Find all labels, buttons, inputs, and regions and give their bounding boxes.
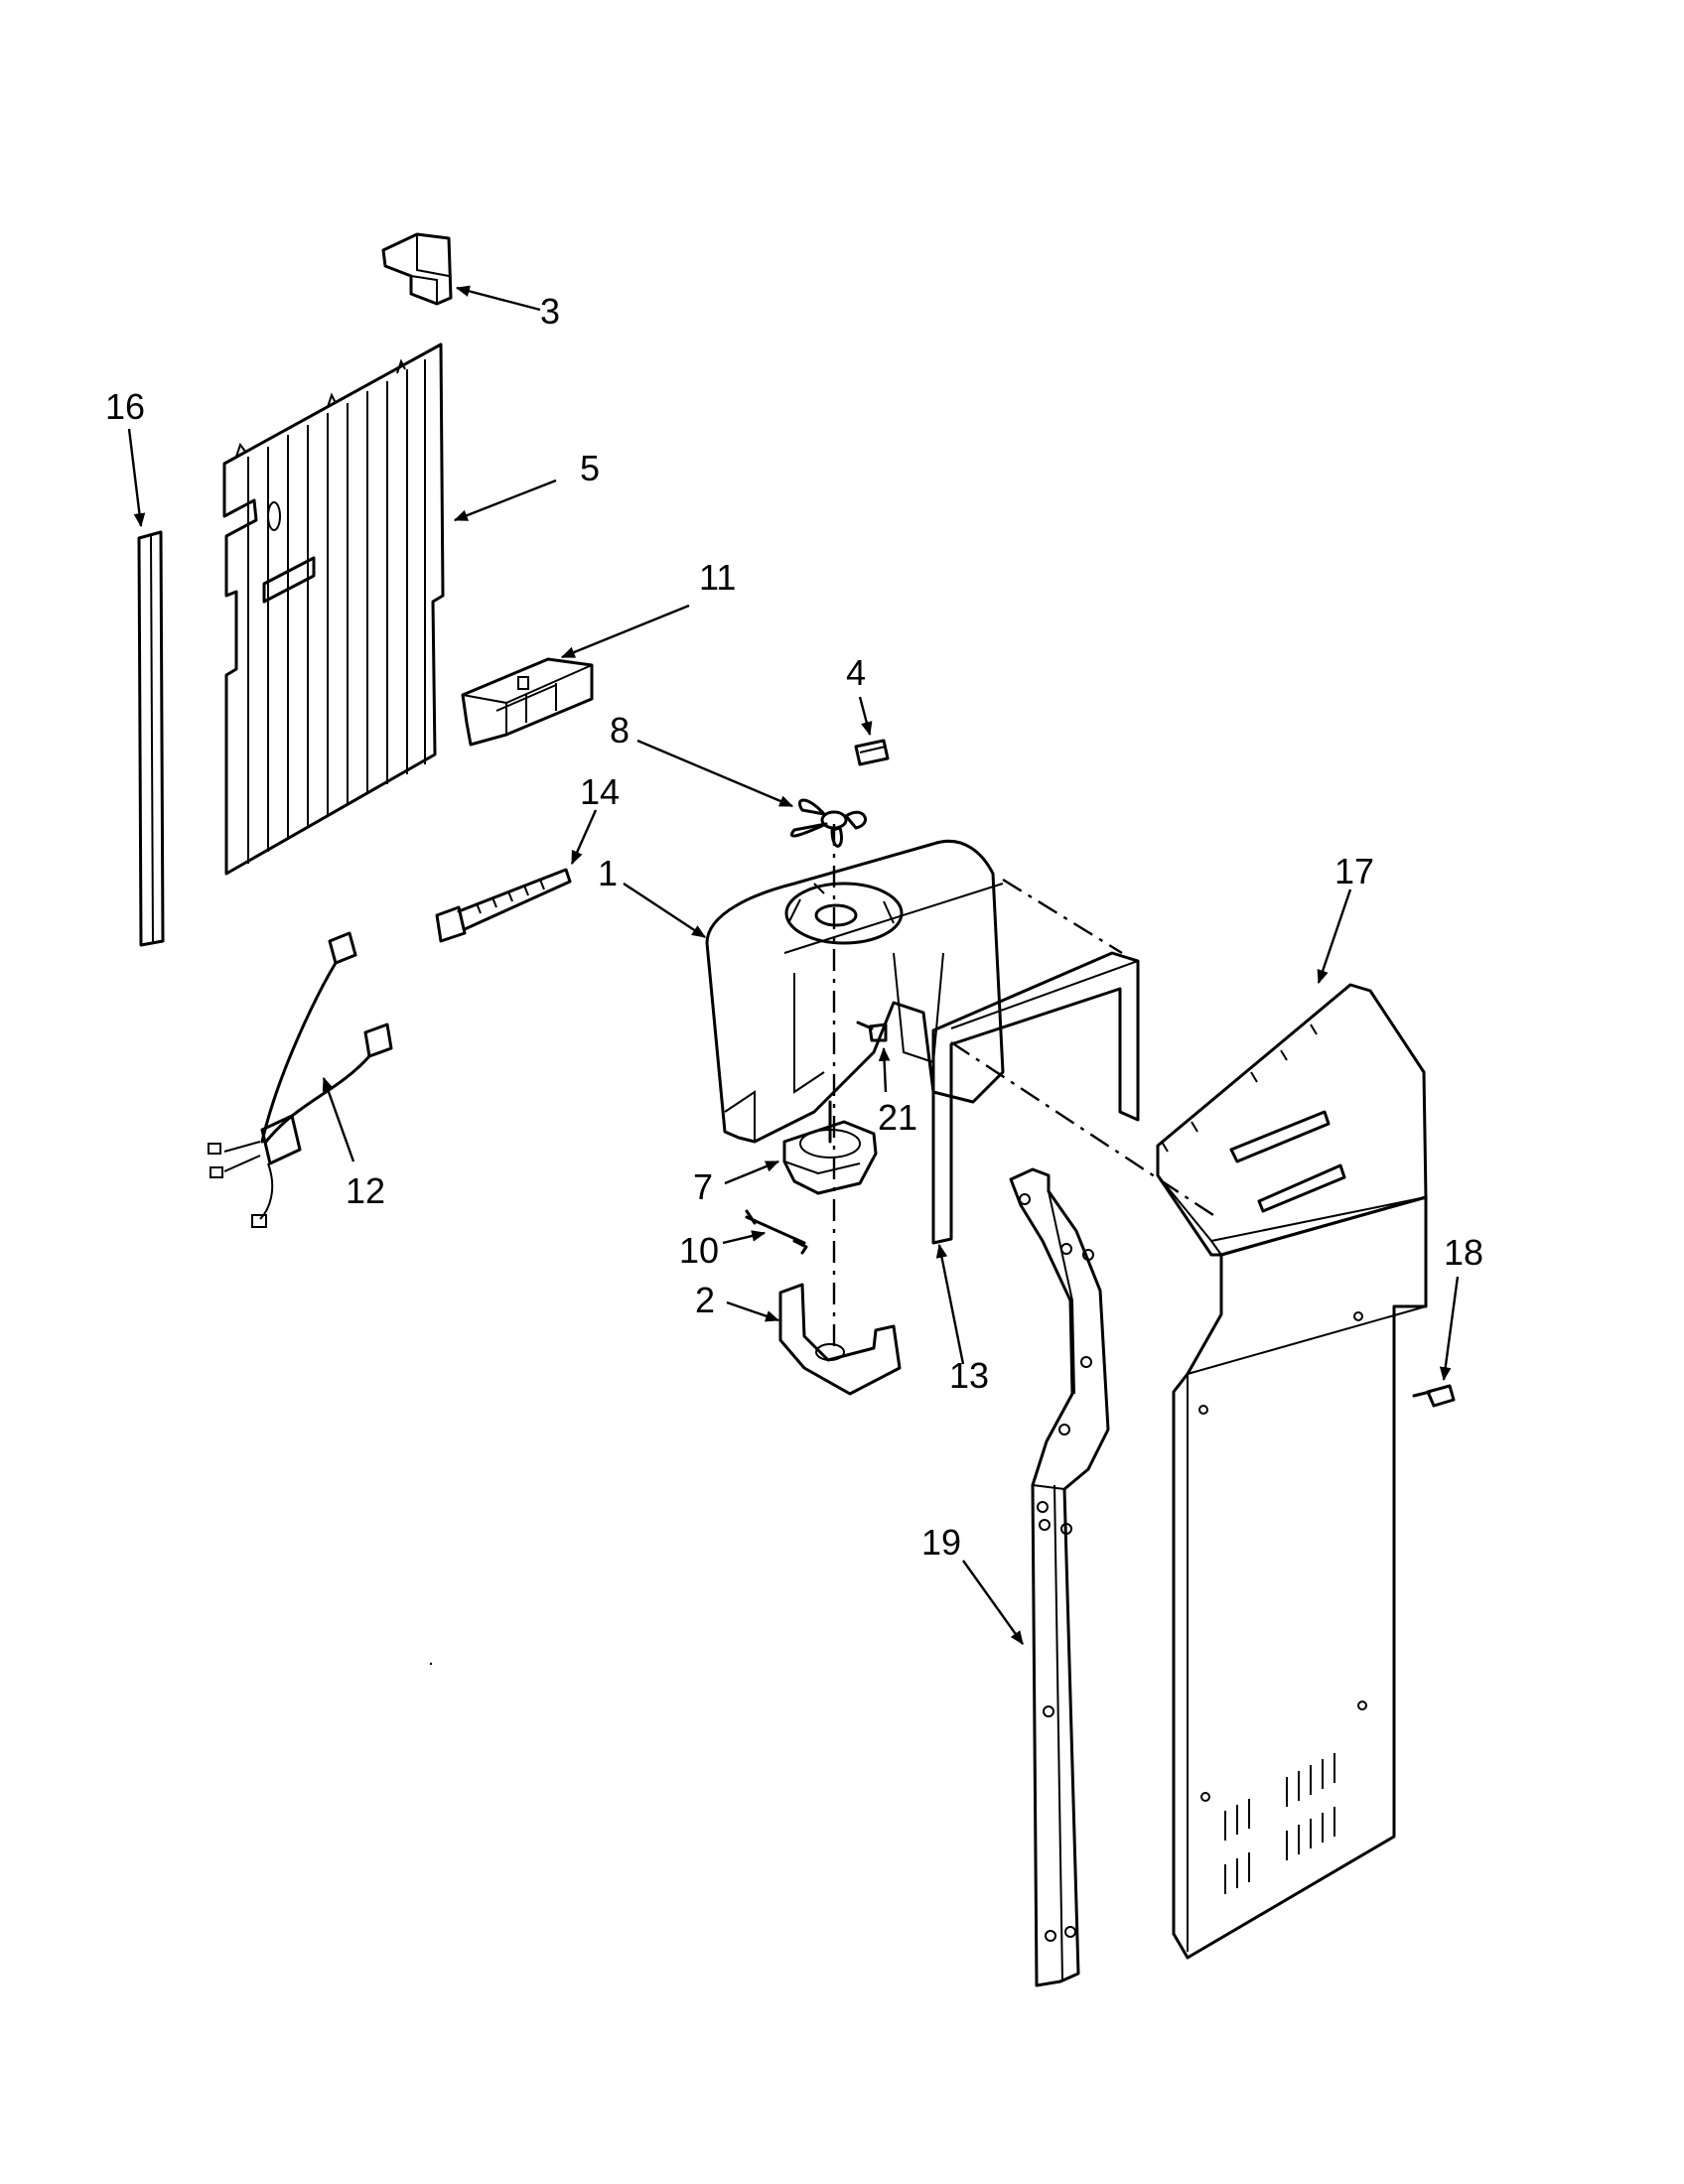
part-14-probe — [435, 868, 572, 943]
leader-17 — [1317, 888, 1352, 985]
leader-4 — [858, 696, 873, 737]
part-19-channel — [1009, 1167, 1110, 1987]
leader-10 — [722, 1230, 767, 1245]
part-2-bracket — [778, 1283, 902, 1396]
leader-2 — [726, 1300, 780, 1322]
callout-12: 12 — [346, 1170, 385, 1211]
alignment-line-3 — [950, 1040, 1220, 1221]
leader-14 — [570, 809, 598, 866]
callout-8: 8 — [610, 710, 630, 751]
part-5-grille — [222, 342, 445, 876]
leader-5 — [453, 478, 557, 522]
callout-10: 10 — [679, 1230, 719, 1271]
leader-18 — [1439, 1276, 1460, 1382]
callout-19: 19 — [921, 1522, 961, 1563]
callout-13: 13 — [949, 1355, 989, 1396]
callout-3: 3 — [540, 291, 560, 332]
part-17-cover — [1156, 983, 1428, 1257]
leader-21 — [878, 1046, 891, 1093]
alignment-line-2 — [1002, 878, 1123, 955]
part-4-block — [854, 739, 890, 766]
part-11-bracket — [461, 657, 594, 747]
callout-18: 18 — [1444, 1232, 1483, 1273]
callout-labels: 3 16 5 11 4 8 14 1 17 21 7 12 10 18 2 13… — [105, 291, 1483, 1563]
leader-1 — [623, 882, 706, 939]
part-16-strip — [137, 530, 165, 947]
leader-13 — [935, 1243, 965, 1365]
callout-11: 11 — [699, 557, 736, 598]
leader-16 — [127, 428, 146, 528]
callout-21: 21 — [878, 1097, 917, 1138]
part-1-shroud — [705, 839, 1005, 1144]
callout-7: 7 — [693, 1166, 713, 1207]
callout-1: 1 — [598, 853, 618, 893]
leader-12 — [322, 1076, 355, 1162]
part-10-screw — [745, 1209, 808, 1255]
callout-5: 5 — [580, 448, 600, 488]
callout-14: 14 — [580, 771, 620, 812]
leader-8 — [636, 739, 794, 808]
stray-dot — [429, 1662, 433, 1666]
leader-lines — [127, 285, 1460, 1645]
part-18-screw — [1412, 1384, 1456, 1408]
part-21-screw — [856, 1021, 888, 1042]
part-13-gasket — [931, 951, 1140, 1245]
leader-11 — [560, 604, 690, 659]
part-3-clip — [381, 232, 453, 306]
part-7-motor — [782, 1100, 878, 1195]
part-17-lower-panel — [1172, 1195, 1428, 1960]
callout-2: 2 — [695, 1280, 715, 1320]
leader-7 — [724, 1160, 780, 1185]
part-12-harness — [208, 931, 393, 1228]
part-8-fan-blade — [790, 798, 867, 848]
leader-19 — [962, 1560, 1024, 1645]
callout-4: 4 — [846, 652, 866, 693]
callout-17: 17 — [1334, 851, 1374, 891]
leader-3 — [455, 285, 541, 312]
callout-16: 16 — [105, 386, 145, 427]
